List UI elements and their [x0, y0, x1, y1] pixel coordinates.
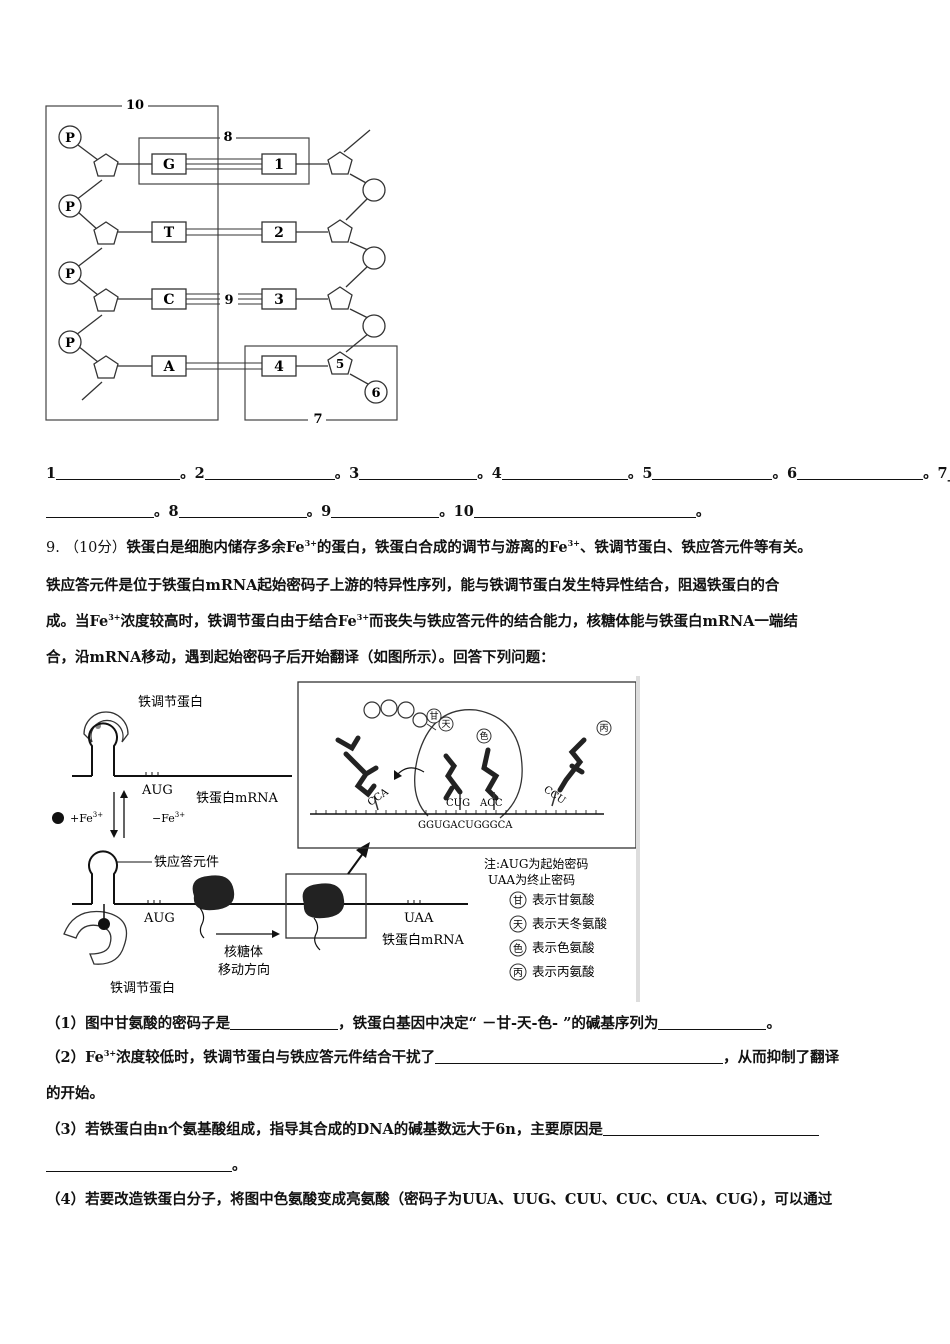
svg-text:天: 天	[513, 920, 523, 931]
number-1: 1	[274, 157, 284, 173]
svg-text:色: 色	[513, 942, 523, 955]
dna-structure-figure: 10 8 7 P P P P	[45, 98, 398, 427]
q9-line-3: 成。当Fe3+浓度较高时，铁调节蛋白由于结合Fe3+而丧失与铁应答元件的结合能力…	[46, 612, 798, 630]
question-4: （4）若要改造铁蛋白分子，将图中色氨酸变成亮氨酸（密码子为UUA、UUG、CUU…	[46, 1191, 833, 1208]
base-C: C	[163, 292, 174, 308]
svg-text:AUG: AUG	[143, 911, 175, 926]
legend-gly: 表示甘氨酸	[532, 892, 595, 907]
number-3: 3	[274, 292, 284, 308]
svg-text:天: 天	[441, 720, 450, 730]
legend-trp: 表示色氨酸	[532, 940, 595, 955]
svg-text:铁蛋白mRNA: 铁蛋白mRNA	[196, 790, 278, 806]
question-2-cont: 的开始。	[46, 1085, 104, 1102]
svg-text:UAA: UAA	[404, 911, 434, 926]
svg-text:P: P	[65, 131, 75, 146]
question-3-cont: 。	[46, 1154, 247, 1175]
svg-text:丙: 丙	[513, 968, 523, 979]
label-9: 9	[224, 293, 233, 308]
legend-ala: 表示丙氨酸	[532, 964, 595, 979]
svg-text:移动方向: 移动方向	[218, 962, 270, 978]
svg-text:−Fe3+: −Fe3+	[152, 811, 185, 825]
fill-line-1: 1。2。3。4。5。6。7_	[46, 465, 950, 482]
base-A: A	[163, 359, 176, 375]
svg-text:P: P	[65, 267, 75, 282]
q9-line-2: 铁应答元件是位于铁蛋白mRNA起始密码子上游的特异性序列，能与铁调节蛋白发生特异…	[46, 577, 780, 594]
phosphate-group	[58, 125, 82, 354]
svg-text:P: P	[65, 336, 75, 351]
label-8: 8	[223, 130, 232, 145]
svg-text:P: P	[65, 200, 75, 215]
svg-text:AUG: AUG	[141, 783, 173, 798]
label-6: 6	[371, 386, 380, 401]
svg-text:色: 色	[479, 730, 488, 742]
svg-text:丙: 丙	[599, 723, 608, 734]
svg-text:GGUGACUGGGCA: GGUGACUGGGCA	[418, 820, 513, 831]
note-start-codon: 注:AUG为起始密码	[484, 856, 588, 871]
label-iron-regulatory-protein-bottom: 铁调节蛋白	[110, 980, 175, 996]
q9-line-1: 9. （10分）铁蛋白是细胞内储存多余Fe3+的蛋白，铁蛋白合成的调节与游离的F…	[46, 538, 812, 556]
svg-text:+Fe3+: +Fe3+	[70, 811, 103, 825]
legend-asp: 表示天冬氨酸	[532, 916, 608, 931]
svg-text:核糖体: 核糖体	[224, 944, 263, 960]
svg-text:甘: 甘	[513, 894, 523, 907]
question-2: （2）Fe3+浓度较低时，铁调节蛋白与铁应答元件结合干扰了，从而抑制了翻译	[46, 1048, 840, 1066]
svg-text:铁蛋白mRNA: 铁蛋白mRNA	[382, 932, 464, 948]
svg-text:甘: 甘	[429, 710, 438, 722]
number-4: 4	[274, 359, 284, 375]
q9-line-4: 合，沿mRNA移动，遇到起始密码子后开始翻译（如图所示）。回答下列问题：	[46, 649, 555, 666]
deoxyribose	[93, 153, 119, 379]
label-7: 7	[313, 412, 322, 427]
base-T: T	[164, 225, 175, 241]
svg-text:CUG: CUG	[446, 798, 470, 809]
label-5: 5	[336, 357, 344, 371]
svg-text:ACC: ACC	[479, 798, 503, 809]
number-2: 2	[274, 225, 284, 241]
label-iron-response-element: 铁应答元件	[154, 854, 219, 870]
label-10: 10	[126, 98, 144, 113]
fill-line-2: 。8。9。10。	[46, 500, 710, 521]
note-stop-codon: UAA为终止密码	[488, 872, 575, 887]
base-G: G	[163, 157, 175, 173]
question-1: （1）图中甘氨酸的密码子是，铁蛋白基因中决定“ －甘-天-色- ”的碱基序列为。	[46, 1015, 781, 1032]
ferritin-regulation-figure: 铁调节蛋白 AUG 铁蛋白mRNA +Fe3+ −Fe3+ 铁应答元件 AUG …	[52, 676, 640, 1002]
label-iron-regulatory-protein-top: 铁调节蛋白	[138, 694, 203, 710]
question-3: （3）若铁蛋白由n个氨基酸组成，指导其合成的DNA的碱基数远大于6n，主要原因是	[46, 1118, 819, 1139]
